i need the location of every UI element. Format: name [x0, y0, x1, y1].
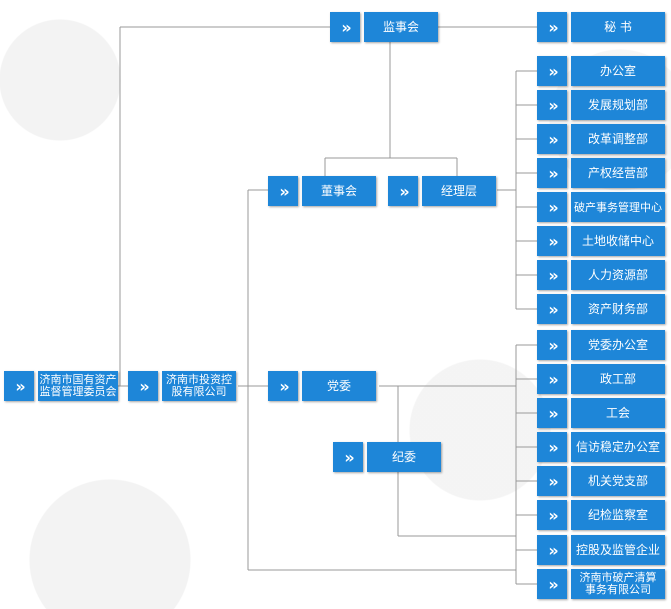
node-department-label: 资产财务部: [571, 294, 665, 324]
chevron-icon: »: [537, 90, 567, 120]
node-party-unit-label: 工会: [571, 398, 665, 428]
chevron-icon: »: [537, 260, 567, 290]
node-holdings-label: 控股及监管企业: [571, 535, 665, 565]
node-discipline-committee: » 纪委: [333, 442, 441, 472]
node-secretary: » 秘 书: [537, 12, 665, 42]
node-discipline-committee-label: 纪委: [367, 442, 441, 472]
node-party-unit: » 政工部: [537, 364, 665, 394]
chevron-icon: »: [537, 56, 567, 86]
chevron-icon: »: [537, 192, 567, 222]
chevron-icon: »: [268, 371, 298, 401]
node-supervisory-board: » 监事会: [330, 12, 438, 42]
node-secretary-label: 秘 书: [571, 12, 665, 42]
node-party-unit-label: 政工部: [571, 364, 665, 394]
node-investment-company: » 济南市投资控 股有限公司: [128, 371, 236, 401]
chevron-icon: »: [537, 398, 567, 428]
node-department-label: 改革调整部: [571, 124, 665, 154]
node-party-unit: » 工会: [537, 398, 665, 428]
chevron-icon: »: [537, 466, 567, 496]
node-department: » 人力资源部: [537, 260, 665, 290]
chevron-icon: »: [537, 330, 567, 360]
node-department-label: 破产事务管理中心: [571, 192, 665, 222]
chevron-icon: »: [4, 371, 34, 401]
chevron-icon: »: [388, 176, 418, 206]
node-party-unit-label: 党委办公室: [571, 330, 665, 360]
chevron-icon: »: [537, 364, 567, 394]
node-sasac-label: 济南市国有资产 监督管理委员会: [38, 371, 118, 401]
chevron-icon: »: [333, 442, 363, 472]
node-liquidation-company-label: 济南市破产清算 事务有限公司: [571, 569, 665, 599]
chevron-icon: »: [537, 158, 567, 188]
chevron-icon: »: [330, 12, 360, 42]
node-department-label: 办公室: [571, 56, 665, 86]
node-sasac: » 济南市国有资产 监督管理委员会: [4, 371, 118, 401]
chevron-icon: »: [537, 500, 567, 530]
node-party-unit: » 机关党支部: [537, 466, 665, 496]
node-department-label: 产权经营部: [571, 158, 665, 188]
node-liquidation-company: » 济南市破产清算 事务有限公司: [537, 569, 665, 599]
node-management: » 经理层: [388, 176, 496, 206]
chevron-icon: »: [268, 176, 298, 206]
node-party-committee-label: 党委: [302, 371, 376, 401]
node-department: » 破产事务管理中心: [537, 192, 665, 222]
node-department: » 产权经营部: [537, 158, 665, 188]
node-party-unit: » 党委办公室: [537, 330, 665, 360]
node-management-label: 经理层: [422, 176, 496, 206]
node-party-unit-label: 信访稳定办公室: [571, 432, 665, 462]
node-investment-company-label: 济南市投资控 股有限公司: [162, 371, 236, 401]
node-department: » 改革调整部: [537, 124, 665, 154]
node-holdings: » 控股及监管企业: [537, 535, 665, 565]
node-party-unit: » 纪检监察室: [537, 500, 665, 530]
node-department-label: 土地收储中心: [571, 226, 665, 256]
node-board-of-directors-label: 董事会: [302, 176, 376, 206]
chevron-icon: »: [537, 124, 567, 154]
node-party-committee: » 党委: [268, 371, 376, 401]
node-board-of-directors: » 董事会: [268, 176, 376, 206]
node-party-unit-label: 纪检监察室: [571, 500, 665, 530]
node-department: » 发展规划部: [537, 90, 665, 120]
chevron-icon: »: [128, 371, 158, 401]
node-department: » 办公室: [537, 56, 665, 86]
chevron-icon: »: [537, 12, 567, 42]
node-department-label: 发展规划部: [571, 90, 665, 120]
node-supervisory-board-label: 监事会: [364, 12, 438, 42]
node-party-unit-label: 机关党支部: [571, 466, 665, 496]
chevron-icon: »: [537, 294, 567, 324]
node-party-unit: » 信访稳定办公室: [537, 432, 665, 462]
node-department: » 土地收储中心: [537, 226, 665, 256]
chevron-icon: »: [537, 226, 567, 256]
chevron-icon: »: [537, 535, 567, 565]
chevron-icon: »: [537, 432, 567, 462]
chevron-icon: »: [537, 569, 567, 599]
node-department: » 资产财务部: [537, 294, 665, 324]
node-department-label: 人力资源部: [571, 260, 665, 290]
